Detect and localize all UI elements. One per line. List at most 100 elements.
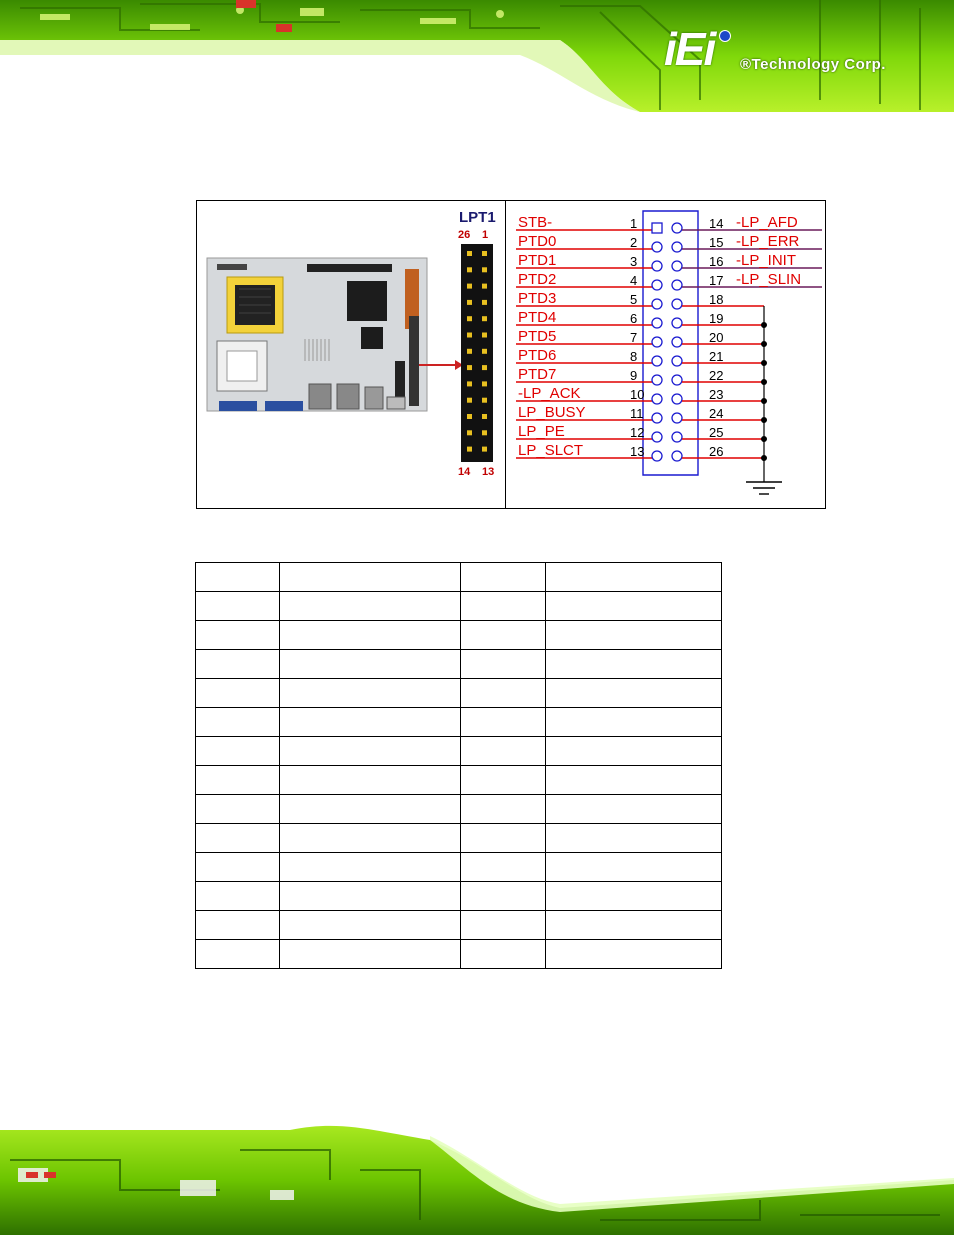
table-row <box>195 591 722 621</box>
pin-hole-icon <box>651 317 663 329</box>
right-pin-number: 22 <box>709 368 723 383</box>
header-pin-icon <box>467 446 472 452</box>
table-cell <box>545 678 722 708</box>
table-row <box>195 562 722 592</box>
pin-hole-icon <box>651 336 663 348</box>
table-cell <box>545 794 722 824</box>
pin-hole-icon <box>671 279 683 291</box>
table-cell <box>195 823 280 853</box>
pin-header-body <box>461 244 493 462</box>
pin-hole-icon <box>671 298 683 310</box>
pin-hole-icon <box>651 431 663 443</box>
left-pin-number: 5 <box>630 292 637 307</box>
table-cell <box>460 881 546 911</box>
right-signal-name: -LP_SLIN <box>736 271 801 288</box>
left-pin-number: 2 <box>630 235 637 250</box>
pin-hole-icon <box>671 393 683 405</box>
table-cell <box>460 910 546 940</box>
footer-banner <box>0 1120 954 1235</box>
left-signal-name: PTD1 <box>518 252 556 269</box>
table-cell <box>195 707 280 737</box>
table-cell <box>460 823 546 853</box>
table-row <box>195 910 722 940</box>
table-cell <box>195 852 280 882</box>
left-signal-name: PTD6 <box>518 347 556 364</box>
table-row <box>195 765 722 795</box>
left-pin-number: 12 <box>630 425 644 440</box>
pin-hole-icon <box>651 241 663 253</box>
table-cell <box>195 939 280 969</box>
left-signal-name: LP_SLCT <box>518 442 583 459</box>
table-cell <box>460 678 546 708</box>
table-cell <box>460 591 546 621</box>
table-cell <box>460 765 546 795</box>
table-cell <box>545 649 722 679</box>
table-cell <box>195 649 280 679</box>
header-pin-icon <box>467 365 472 371</box>
table-cell <box>279 765 461 795</box>
pin-hole-icon <box>671 355 683 367</box>
right-pin-number: 26 <box>709 444 723 459</box>
table-row <box>195 707 722 737</box>
header-pin-icon <box>482 316 487 322</box>
table-cell <box>545 823 722 853</box>
table-cell <box>195 910 280 940</box>
right-pin-number: 16 <box>709 254 723 269</box>
header-pin-icon <box>482 430 487 436</box>
table-cell <box>545 591 722 621</box>
left-signal-name: PTD7 <box>518 366 556 383</box>
table-cell <box>195 678 280 708</box>
company-logo: iEi ®Technology Corp. <box>664 22 954 82</box>
right-pin-number: 14 <box>709 216 723 231</box>
right-signal-name: -LP_INIT <box>736 252 796 269</box>
logo-mark: iEi <box>664 23 716 75</box>
right-pin-number: 18 <box>709 292 723 307</box>
left-pin-number: 3 <box>630 254 637 269</box>
pin-hole-icon <box>651 260 663 272</box>
table-cell <box>279 591 461 621</box>
bottom-pin-right-label: 13 <box>482 466 494 478</box>
table-row <box>195 823 722 853</box>
table-cell <box>279 939 461 969</box>
header-pin-icon <box>467 414 472 419</box>
right-pin-number: 17 <box>709 273 723 288</box>
header-banner: iEi ®Technology Corp. <box>0 0 954 112</box>
pin-hole-icon <box>671 431 683 443</box>
header-pin-icon <box>467 430 472 436</box>
table-cell <box>460 620 546 650</box>
header-pin-icon <box>467 316 472 322</box>
pin-hole-icon <box>651 412 663 424</box>
left-pin-number: 9 <box>630 368 637 383</box>
left-signal-name: PTD4 <box>518 309 556 326</box>
table-cell <box>545 765 722 795</box>
table-row <box>195 852 722 882</box>
table-cell <box>460 794 546 824</box>
header-pin-icon <box>467 397 472 403</box>
table-cell <box>195 562 280 592</box>
table-cell <box>545 620 722 650</box>
table-cell <box>545 707 722 737</box>
table-cell <box>195 736 280 766</box>
table-cell <box>195 620 280 650</box>
right-pin-number: 24 <box>709 406 723 421</box>
header-pin-icon <box>482 267 487 273</box>
header-pin-icon <box>467 381 472 387</box>
table-cell <box>545 939 722 969</box>
left-signal-name: -LP_ACK <box>518 385 581 402</box>
table-cell <box>195 765 280 795</box>
header-pin-icon <box>467 348 472 354</box>
right-pin-number: 15 <box>709 235 723 250</box>
left-pin-number: 10 <box>630 387 644 402</box>
table-cell <box>545 736 722 766</box>
table-cell <box>460 707 546 737</box>
table-cell <box>545 910 722 940</box>
table-cell <box>279 794 461 824</box>
table-cell <box>460 852 546 882</box>
table-row <box>195 881 722 911</box>
table-cell <box>195 591 280 621</box>
left-pin-number: 4 <box>630 273 637 288</box>
table-cell <box>279 823 461 853</box>
